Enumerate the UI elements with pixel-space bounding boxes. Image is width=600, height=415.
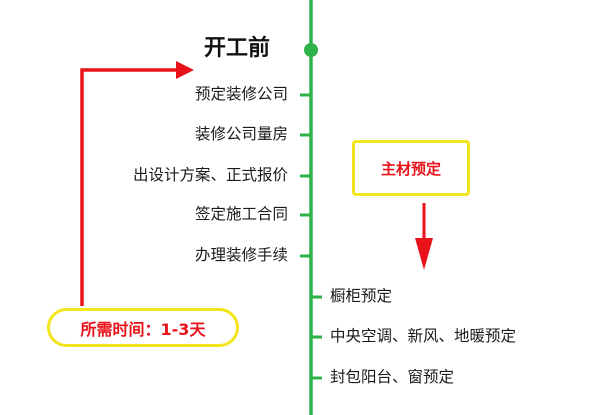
stage-title: 开工前 <box>204 36 271 61</box>
pre-item-1: 预定装修公司 <box>194 85 288 103</box>
main-material-box: 主材预定 <box>352 140 470 196</box>
duration-bracket-arrow <box>80 68 178 306</box>
pre-item-3: 出设计方案、正式报价 <box>132 166 288 184</box>
duration-arrow-head <box>176 61 194 79</box>
material-item-1: 橱柜预定 <box>330 287 393 305</box>
pre-item-2: 装修公司量房 <box>194 125 288 143</box>
material-item-2: 中央空调、新风、地暖预定 <box>330 327 517 345</box>
pre-item-5: 办理装修手续 <box>194 246 288 264</box>
pre-item-4: 签定施工合同 <box>194 205 288 223</box>
down-arrow-head <box>415 238 433 270</box>
timeline-dot <box>304 43 318 57</box>
time-required-label: 所需时间：1-3天 <box>80 319 206 339</box>
material-item-3: 封包阳台、窗预定 <box>330 368 455 386</box>
main-material-label: 主材预定 <box>380 159 441 178</box>
time-required-badge: 所需时间：1-3天 <box>47 308 239 347</box>
